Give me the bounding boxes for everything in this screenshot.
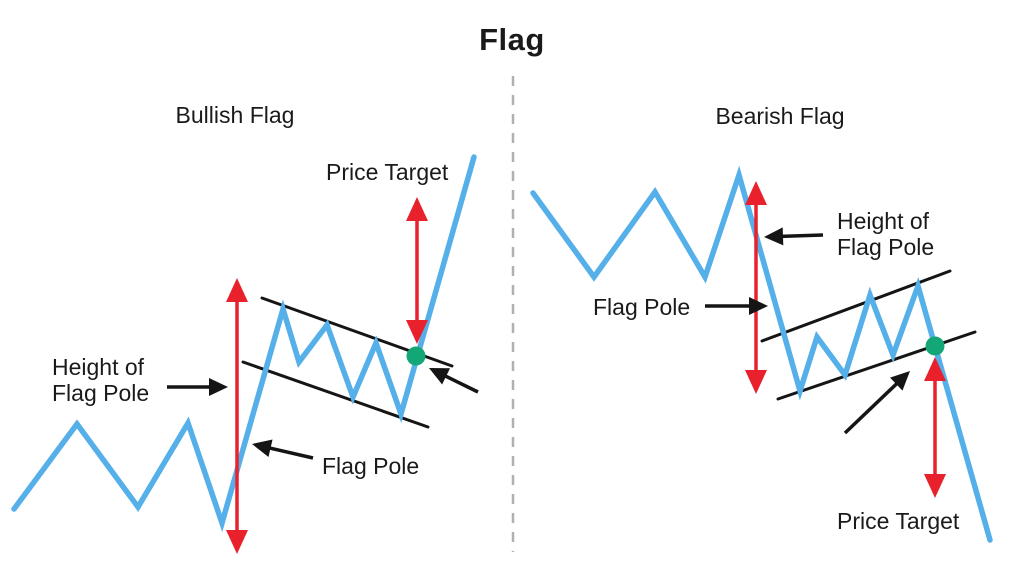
bullish-flag-pole-height-arrow-head (226, 530, 248, 554)
bullish-pointer-arrow-1-shaft (264, 445, 314, 460)
bullish-price-line (11, 154, 477, 533)
bullish-pointer-arrow-0-head (209, 378, 228, 396)
bearish-pointer-arrow-0-head (749, 297, 768, 315)
bearish-breakout-dot (925, 336, 945, 356)
bearish-flag-pole-label: Flag Pole (593, 294, 691, 320)
bullish-flag-pole-label: Flag Pole (322, 453, 420, 479)
bullish-height-label-line1: Height of (52, 354, 145, 380)
bearish-price-target-arrow-head (924, 474, 946, 498)
bullish-height-label-line2: Flag Pole (52, 380, 150, 406)
bearish-height-of-flag-pole-label: Height of Flag Pole (837, 208, 934, 260)
bearish-height-label-line1: Height of (837, 208, 930, 234)
bullish-flag-pole-height-arrow-head (226, 278, 248, 302)
bullish-price-target-label: Price Target (326, 159, 449, 185)
bearish-pointer-arrow-1-head (764, 227, 784, 246)
bullish-pointer-arrow-2-head (429, 368, 451, 385)
bullish-breakout-dot (406, 346, 426, 366)
bullish-price-target-arrow-head (406, 197, 428, 221)
bullish-height-of-flag-pole-label: Height of Flag Pole (52, 354, 149, 406)
bearish-flag-pole-height-arrow-head (745, 181, 767, 205)
bearish-panel-heading: Bearish Flag (715, 103, 845, 129)
bullish-price-target-arrow-head (406, 320, 428, 344)
bearish-price-line (530, 165, 993, 543)
bullish-pointer-arrow-2-shaft (440, 372, 479, 394)
bearish-price-target-arrow-head (924, 357, 946, 381)
bearish-height-label-line2: Flag Pole (837, 234, 935, 260)
bullish-flag-trendline-lower (241, 360, 430, 429)
bearish-flag-pole-height-arrow-head (745, 370, 767, 394)
bearish-price-target-label: Price Target (837, 508, 960, 534)
bearish-pointer-arrow-2-shaft (843, 378, 902, 435)
bearish-pointer-arrow-1-shaft (777, 233, 824, 239)
bearish-pointer-arrow-2-head (890, 371, 910, 391)
bullish-pointer-arrow-1-head (252, 439, 273, 458)
diagram-title: Flag (479, 22, 545, 57)
bullish-panel-heading: Bullish Flag (175, 102, 295, 128)
